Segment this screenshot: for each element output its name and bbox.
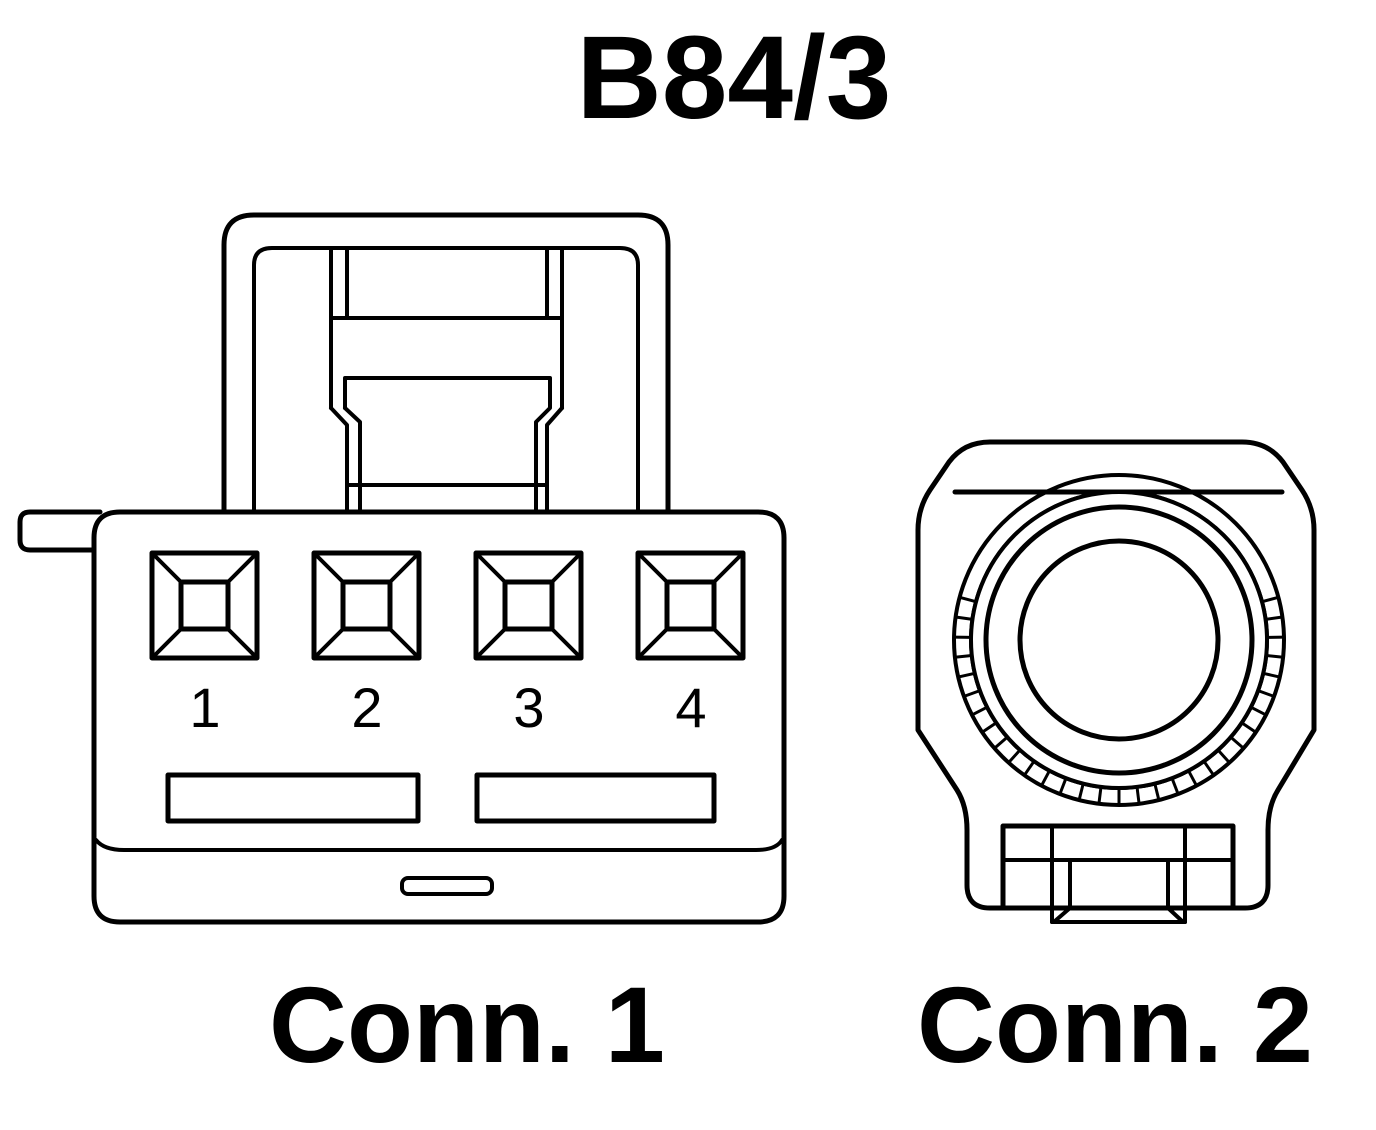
knurl-tick	[954, 654, 972, 659]
knurl-tick	[955, 615, 973, 621]
knurl-tick	[1187, 769, 1198, 787]
knurl-tick	[1023, 760, 1036, 777]
knurl-tick	[1097, 786, 1103, 804]
knurl-tick	[1135, 786, 1141, 804]
knurl-tick	[1077, 783, 1085, 801]
connector-2-socket	[1017, 538, 1221, 742]
knurl-tick	[1040, 769, 1051, 787]
knurl-tick	[1250, 705, 1267, 717]
connector-1-slot-right	[474, 772, 717, 824]
knurl-tick	[971, 705, 988, 717]
connector-1-side-tab	[17, 509, 103, 553]
knurl-tick	[1240, 721, 1257, 734]
connector-1-slot-left	[165, 772, 421, 824]
diagram-title: B84/3	[577, 12, 892, 144]
knurl-tick	[1202, 760, 1215, 777]
knurl-tick	[1257, 689, 1275, 698]
knurl-tick	[1266, 654, 1284, 659]
connector-1-label: Conn. 1	[269, 964, 665, 1085]
knurl-tick	[1216, 748, 1231, 764]
knurl-tick	[1262, 671, 1281, 679]
knurl-tick	[1265, 615, 1283, 621]
connector-1-pin-1	[149, 550, 260, 661]
knurl-tick	[1229, 735, 1245, 750]
pin-number-1: 1	[189, 676, 220, 739]
knurl-tick	[1153, 783, 1161, 801]
connector-1-pin-2	[311, 550, 422, 661]
connector-2-key	[1000, 823, 1236, 924]
connector-1: 1 2 3 4	[17, 212, 787, 925]
connector-1-latch	[221, 212, 671, 518]
pin-number-3: 3	[513, 676, 544, 739]
knurl-tick	[993, 735, 1009, 750]
connector-2-collar	[983, 504, 1255, 776]
pin-number-4: 4	[675, 676, 706, 739]
pin-number-2: 2	[351, 676, 382, 739]
connector-1-pin-3	[473, 550, 584, 661]
knurl-tick	[1261, 595, 1279, 604]
connector-1-pin-4	[635, 550, 746, 661]
knurl-tick	[981, 721, 998, 734]
connector-2	[915, 439, 1317, 924]
knurl-tick	[1170, 777, 1180, 795]
connector-2-knurling	[953, 595, 1285, 805]
knurl-tick	[959, 595, 977, 604]
knurl-tick	[1007, 748, 1022, 764]
connector-2-label: Conn. 2	[917, 964, 1313, 1085]
knurl-tick	[963, 689, 981, 698]
knurl-tick	[1058, 777, 1068, 795]
knurl-tick	[957, 671, 976, 679]
